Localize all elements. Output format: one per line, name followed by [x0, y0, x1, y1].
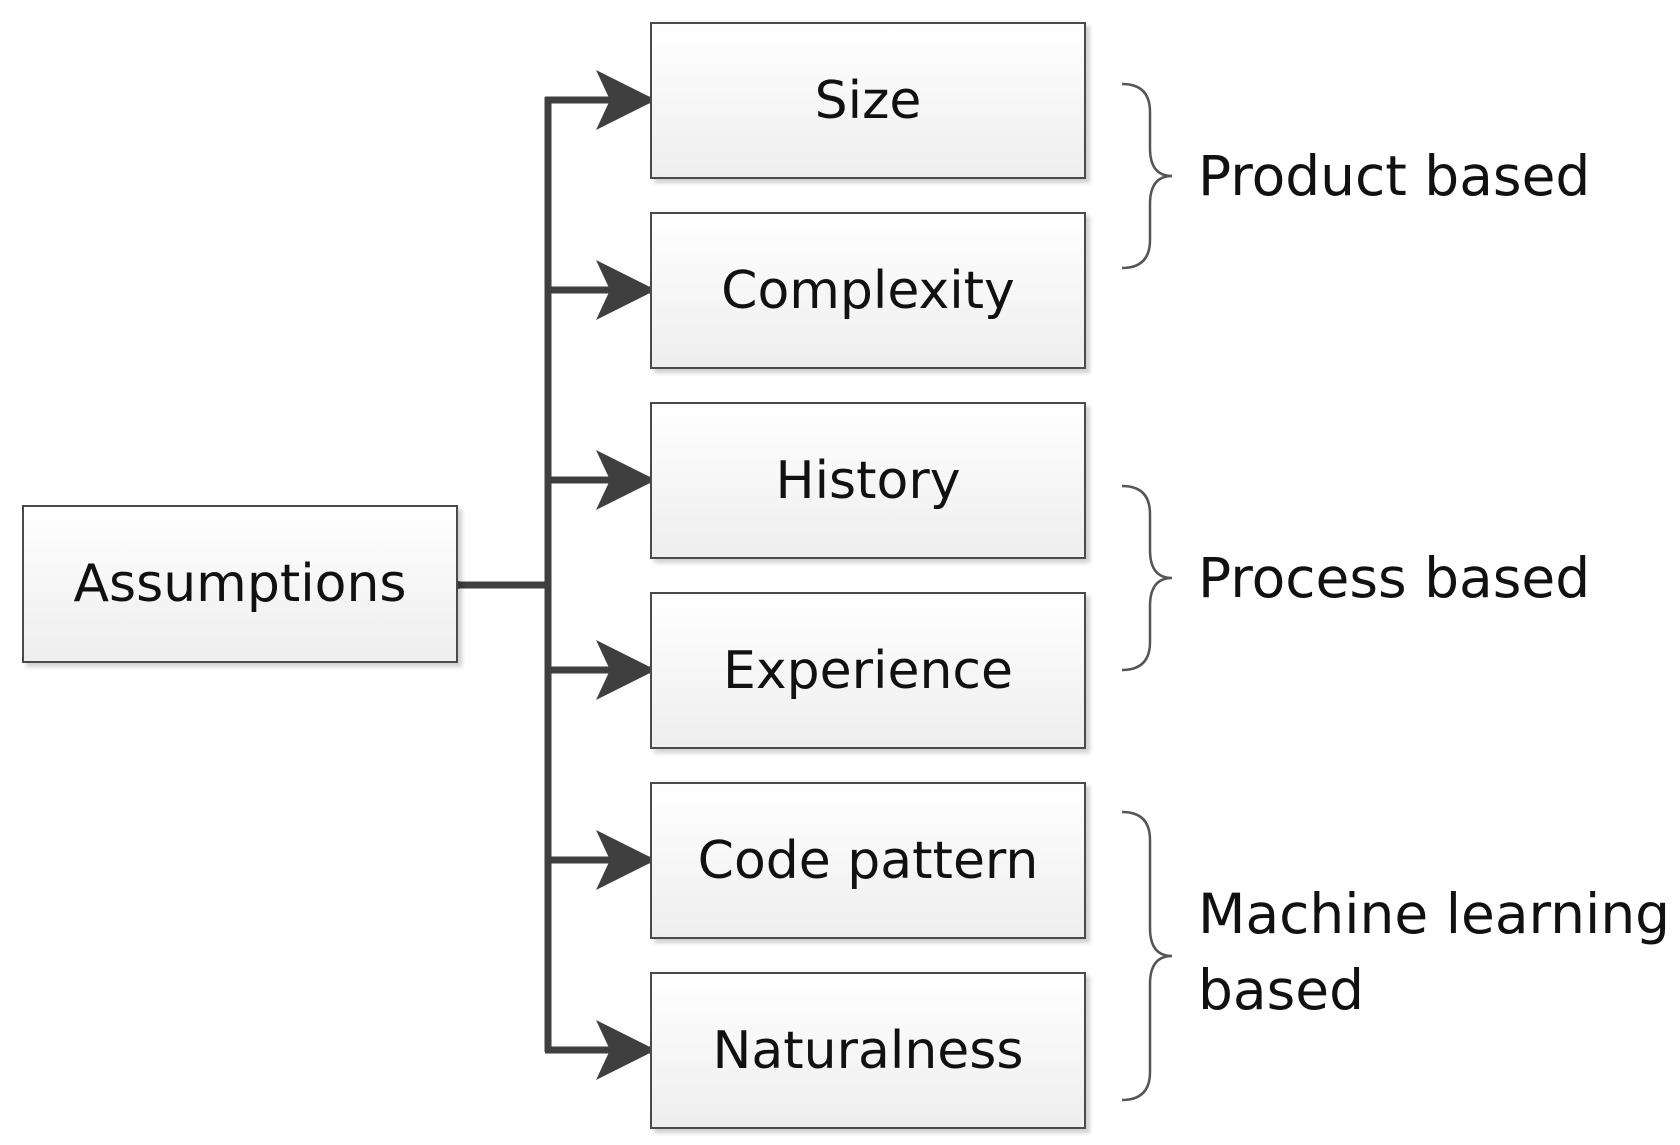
- naturalness-label: Naturalness: [712, 1020, 1024, 1081]
- group-label-product-based: Product based: [1198, 144, 1591, 208]
- brace-product-based: [1121, 82, 1173, 270]
- group-label-machine-learning-line1: Machine learning: [1198, 882, 1671, 946]
- size-label: Size: [814, 70, 922, 131]
- experience-box: Experience: [650, 592, 1086, 749]
- naturalness-box: Naturalness: [650, 972, 1086, 1129]
- brace-machine-learning-based: [1121, 810, 1173, 1102]
- code-pattern-label: Code pattern: [697, 830, 1039, 891]
- history-label: History: [775, 450, 961, 511]
- code-pattern-box: Code pattern: [650, 782, 1086, 939]
- assumptions-box: Assumptions: [22, 505, 458, 663]
- complexity-label: Complexity: [721, 260, 1015, 321]
- history-box: History: [650, 402, 1086, 559]
- experience-label: Experience: [723, 640, 1013, 701]
- brace-process-based: [1121, 484, 1173, 672]
- size-box: Size: [650, 22, 1086, 179]
- group-label-machine-learning-based: Machine learning based: [1198, 876, 1670, 1028]
- group-label-process-based: Process based: [1198, 546, 1591, 610]
- complexity-box: Complexity: [650, 212, 1086, 369]
- assumptions-label: Assumptions: [73, 554, 407, 614]
- group-label-machine-learning-line2: based: [1198, 958, 1365, 1022]
